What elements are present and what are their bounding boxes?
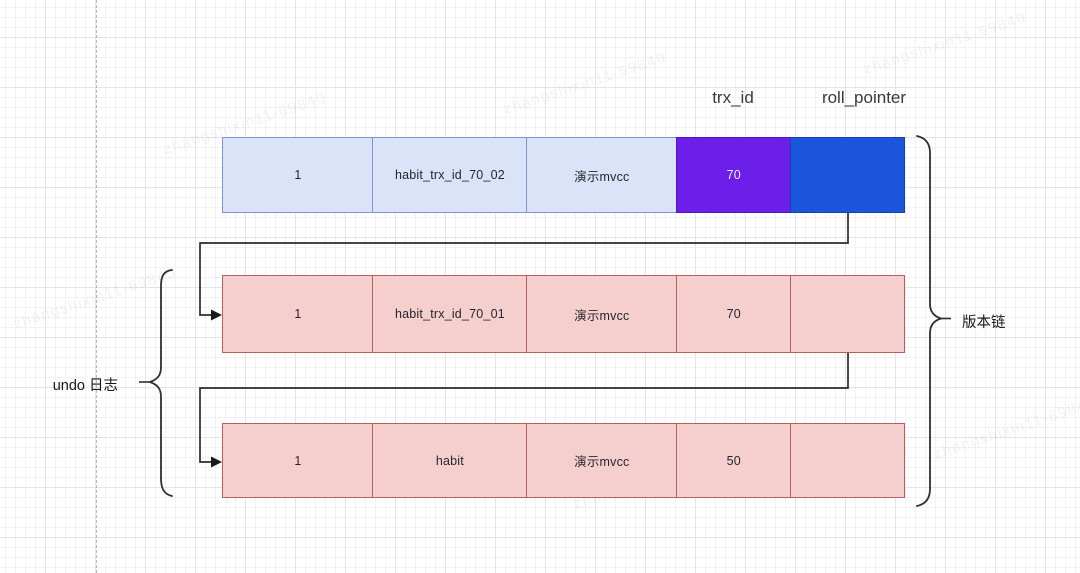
cell-roll-pointer — [789, 137, 905, 213]
cell-trx-id: 70 — [676, 137, 792, 213]
undo-log-brace — [139, 269, 173, 497]
cell-name-value: habit — [372, 423, 528, 498]
cell-primary-key: 1 — [222, 137, 374, 213]
watermark: zhangshixin11-69840 — [11, 264, 179, 333]
cell-name-value: habit_trx_id_70_01 — [372, 275, 528, 353]
cell-remark-value: 演示mvcc — [525, 423, 678, 498]
watermark: zhangshixin11-69840 — [861, 9, 1029, 78]
arrowhead-icon — [211, 309, 222, 321]
version-chain-brace — [916, 135, 951, 507]
trx-id-column-header: trx_id — [712, 88, 754, 107]
cell-remark-value: 演示mvcc — [525, 275, 678, 353]
cell-roll-pointer — [789, 275, 905, 353]
cell-trx-id: 70 — [676, 275, 792, 353]
dashed-guide-line — [96, 0, 97, 573]
undo-record-row-1: 1 habit_trx_id_70_01 演示mvcc 70 — [222, 275, 905, 353]
watermark: zhangshixin11-69840 — [931, 394, 1080, 463]
cell-primary-key: 1 — [222, 275, 374, 353]
cell-name-value: habit_trx_id_70_02 — [372, 137, 528, 213]
cell-remark-value: 演示mvcc — [525, 137, 678, 213]
arrowhead-icon — [211, 456, 222, 468]
undo-record-row-2: 1 habit 演示mvcc 50 — [222, 423, 905, 498]
cell-trx-id: 50 — [676, 423, 792, 498]
version-chain-label: 版本链 — [962, 315, 1006, 331]
cell-primary-key: 1 — [222, 423, 374, 498]
roll-pointer-column-header: roll_pointer — [821, 88, 907, 107]
record-row-current: 1 habit_trx_id_70_02 演示mvcc 70 — [222, 137, 905, 213]
cell-roll-pointer — [789, 423, 905, 498]
watermark: zhangshixin11-69840 — [501, 49, 669, 118]
undo-log-label: undo 日志 — [52, 378, 118, 394]
